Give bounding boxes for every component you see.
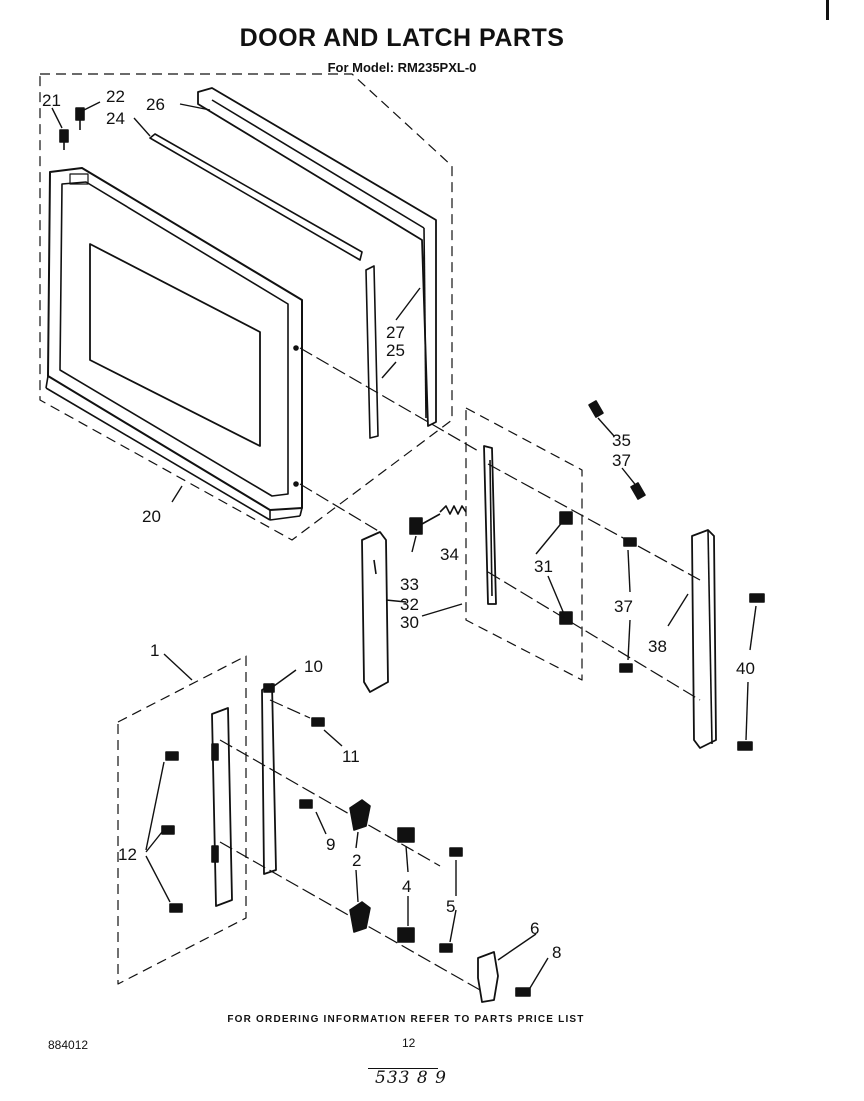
callout-31: 31: [534, 557, 553, 576]
door-trim-26: [197, 87, 437, 427]
door-group-frame: [39, 73, 453, 541]
callout-6: 6: [530, 919, 539, 938]
document-number: 884012: [48, 1038, 89, 1052]
switch-6: [477, 951, 499, 1003]
callout-22: 22: [106, 87, 125, 106]
screw-21: [59, 129, 69, 150]
screw-9: [299, 799, 313, 809]
callout-34: 34: [440, 545, 459, 564]
callout-33: 33: [400, 575, 419, 594]
screw-37-a: [623, 537, 637, 547]
callout-20: 20: [142, 507, 161, 526]
screw-12-b: [161, 825, 175, 835]
bracket-10: [261, 683, 277, 875]
callout-30: 30: [400, 613, 419, 632]
ordering-info-note: FOR ORDERING INFORMATION REFER TO PARTS …: [227, 1014, 585, 1025]
callout-26: 26: [146, 95, 165, 114]
callout-27: 27: [386, 323, 405, 342]
switch-4-b: [397, 927, 415, 943]
screw-11: [311, 717, 325, 727]
handwritten-note: 533 8 9: [375, 1068, 447, 1088]
callout-38: 38: [648, 637, 667, 656]
callout-37-upper: 37: [612, 451, 631, 470]
callout-24: 24: [106, 109, 125, 128]
callout-10: 10: [304, 657, 323, 676]
callout-25: 25: [386, 341, 405, 360]
door-frame-part: [45, 167, 303, 521]
callout-2: 2: [352, 851, 361, 870]
screw-40-a: [749, 593, 765, 603]
callout-8: 8: [552, 943, 561, 962]
latch-mounting-plate: [211, 707, 233, 907]
callout-9: 9: [326, 835, 335, 854]
screw-12-a: [165, 751, 179, 761]
spring-34: [439, 505, 467, 515]
screw-37-b: [619, 663, 633, 673]
scan-edge-mark: [826, 0, 829, 20]
callout-35: 35: [612, 431, 631, 450]
screw-37-upper: [630, 482, 646, 500]
screw-22: [75, 107, 85, 130]
latch-bar-38: [691, 529, 717, 749]
side-strip-25: [365, 265, 379, 439]
page-title: DOOR AND LATCH PARTS: [239, 24, 565, 52]
model-subtitle: For Model: RM235PXL-0: [327, 60, 477, 75]
callout-40: 40: [736, 659, 755, 678]
cam-2-b: [349, 901, 371, 933]
plunger-33: [409, 513, 441, 535]
screw-35: [588, 400, 604, 418]
callout-5: 5: [446, 897, 455, 916]
callout-21: 21: [42, 91, 61, 110]
switch-4-a: [397, 827, 415, 843]
screw-5-a: [449, 847, 463, 857]
screw-40-b: [737, 741, 753, 751]
screw-12-c: [169, 903, 183, 913]
callout-32: 32: [400, 595, 419, 614]
callout-12: 12: [118, 845, 137, 864]
latch-group-frame: [465, 407, 583, 681]
latch-plate-30: [483, 445, 497, 605]
callout-37-lower: 37: [614, 597, 633, 616]
page-number: 12: [402, 1036, 416, 1050]
latch-assembly-frame: [117, 655, 247, 985]
screw-8: [515, 987, 531, 997]
cam-2-a: [349, 799, 371, 831]
seal-strip-24: [149, 133, 363, 261]
callout-11: 11: [342, 747, 360, 766]
handle-cover-32: [361, 531, 389, 693]
handwritten-underline: [368, 1068, 438, 1069]
screw-5-b: [439, 943, 453, 953]
callout-1: 1: [150, 641, 159, 660]
callout-4: 4: [402, 877, 411, 896]
